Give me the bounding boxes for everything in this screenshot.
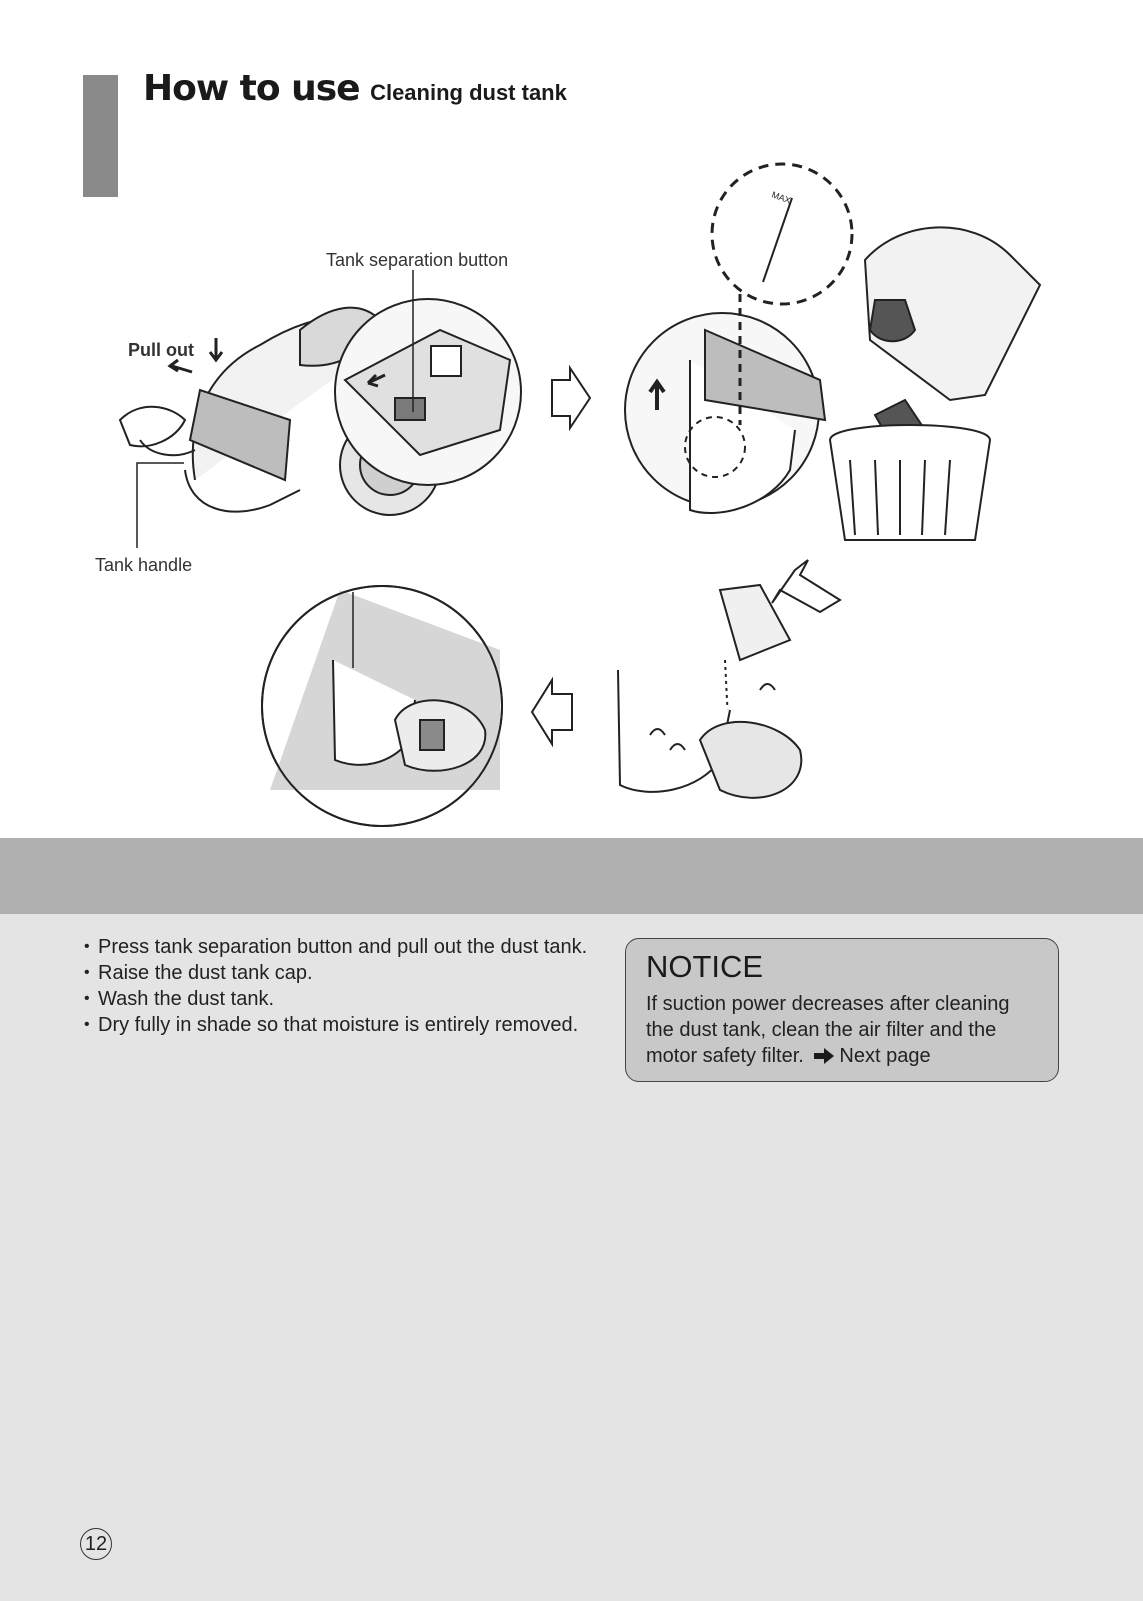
section-marker-bar <box>83 75 118 197</box>
instruction-item: Wash the dust tank. <box>84 986 594 1012</box>
label-tank-separation-button: Tank separation button <box>326 250 509 270</box>
zoom-tank-cap <box>624 312 827 514</box>
notice-text: If suction power decreases after cleanin… <box>646 993 1010 1067</box>
washing-drawing <box>617 583 803 799</box>
label-tank-handle: Tank handle <box>95 555 193 575</box>
notice-title: NOTICE <box>646 949 764 984</box>
zoom-drying <box>261 585 503 827</box>
notice-next-page: Next page <box>839 1045 931 1067</box>
instruction-item: Dry fully in shade so that moisture is e… <box>84 1012 594 1038</box>
instruction-item: Raise the dust tank cap. <box>84 960 594 986</box>
instruction-list: Press tank separation button and pull ou… <box>84 934 594 1038</box>
page-number: 12 <box>80 1528 112 1560</box>
arrow-right-icon <box>814 1048 835 1064</box>
label-pull-out: Pull out <box>128 340 194 360</box>
grey-band <box>0 838 1143 914</box>
notice-body: If suction power decreases after cleanin… <box>646 991 1038 1069</box>
notice-box: NOTICE If suction power decreases after … <box>625 938 1059 1082</box>
zoom-separation-button <box>334 298 522 486</box>
title-main: How to use <box>143 68 361 109</box>
page-title: How to use Cleaning dust tank <box>143 68 567 109</box>
instruction-item: Press tank separation button and pull ou… <box>84 934 594 960</box>
title-sub: Cleaning dust tank <box>370 80 567 105</box>
cleaning-illustration: MAX <box>118 162 1042 827</box>
